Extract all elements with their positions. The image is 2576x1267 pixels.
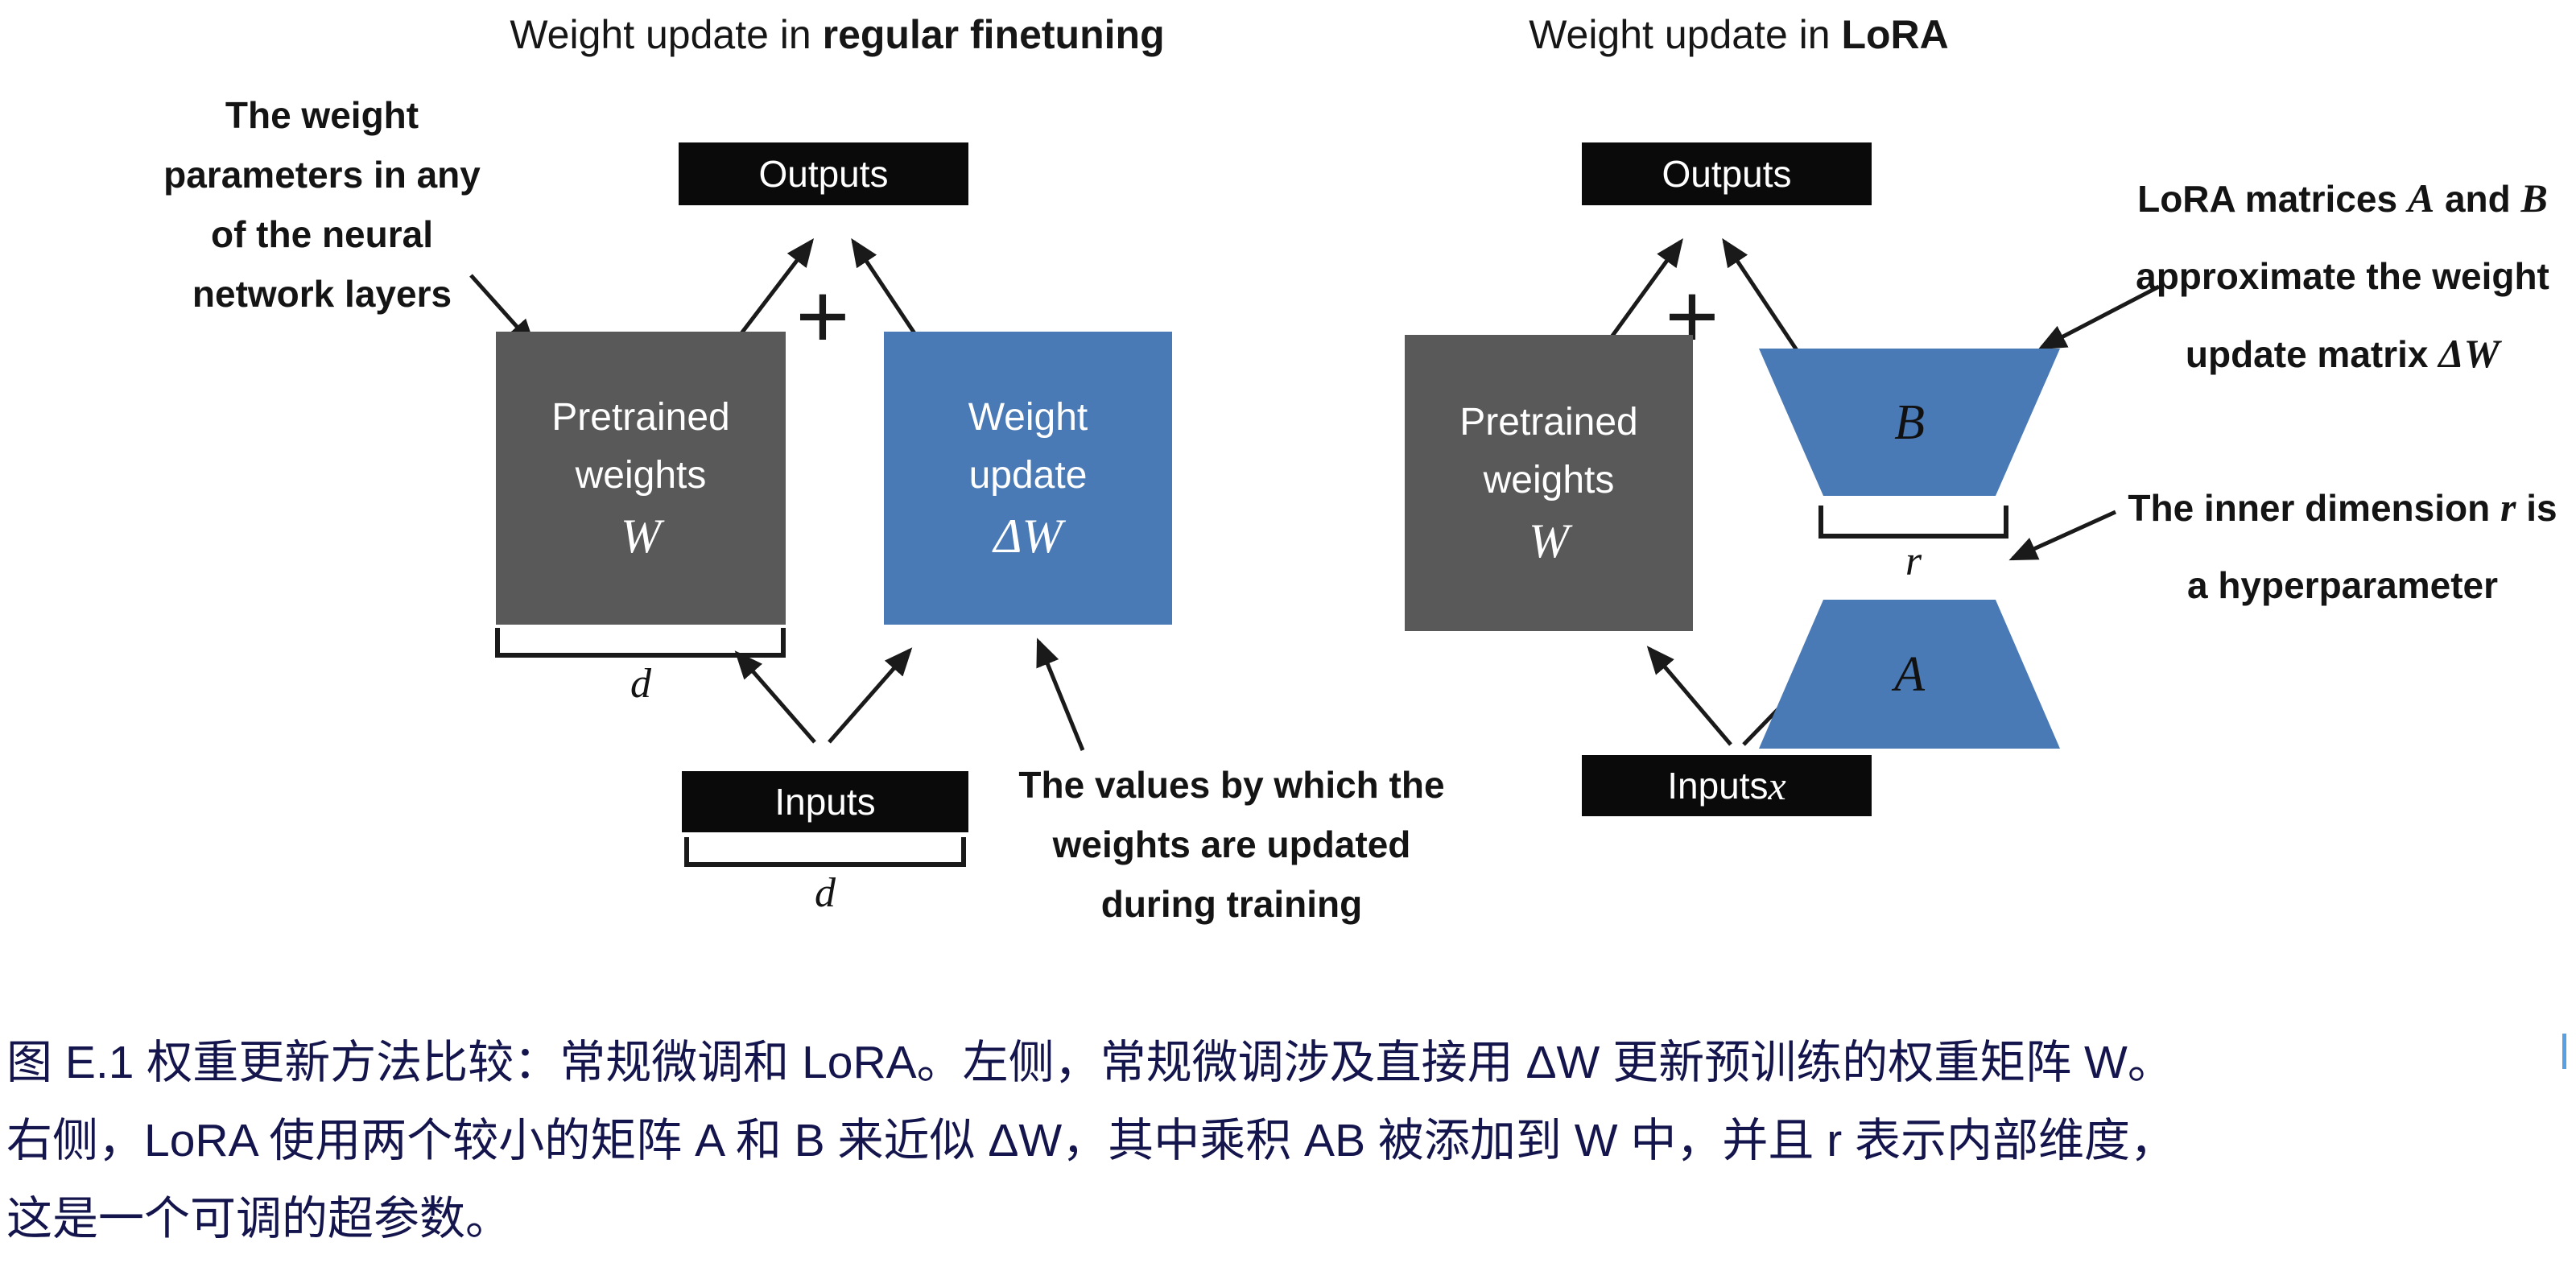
weights-annotation-line: The weight	[225, 94, 419, 136]
arrow-inputsx-to-pretrained-right	[1646, 646, 1732, 746]
plus-sign-left: +	[795, 265, 850, 368]
math-symbol-dw: ΔW	[2438, 331, 2500, 376]
right-title-prefix: Weight update in	[1529, 12, 1842, 57]
left-title: Weight update in regular finetuning	[354, 11, 1320, 58]
update-symbol-dw: ΔW	[993, 510, 1063, 563]
update-line2: update	[968, 454, 1088, 497]
weights-annotation-line: network layers	[192, 273, 452, 315]
inputs-box-left: Inputs	[682, 771, 968, 832]
weights-annotation: The weight parameters in any of the neur…	[89, 85, 555, 324]
math-symbol-r: r	[2500, 485, 2516, 530]
arrow-ba-to-outputs-right	[1722, 237, 1799, 352]
bracket-dim-pretrained	[495, 628, 786, 658]
rank-label: r	[1905, 539, 1922, 584]
arrow-inputs-to-pretrained-left	[734, 650, 816, 744]
bracket-rank	[1818, 506, 2008, 539]
arrow-inputs-to-update-left	[828, 647, 913, 744]
outputs-label-right: Outputs	[1662, 153, 1792, 195]
outputs-box-right: Outputs	[1582, 142, 1872, 205]
values-annotation-line: weights are updated	[1052, 823, 1411, 865]
lora-annotation: LoRA matrices A and B approximate the we…	[2109, 159, 2576, 393]
left-title-prefix: Weight update in	[510, 12, 823, 57]
inputs-symbol-x: x	[1768, 763, 1786, 808]
arrow-rank-annotation-to-r	[2008, 510, 2117, 561]
caption-line2: 右侧，LoRA 使用两个较小的矩阵 A 和 B 来近似 ΔW，其中乘积 AB 被…	[6, 1115, 2177, 1166]
figure-caption: 图 E.1 权重更新方法比较：常规微调和 LoRA。左侧，常规微调涉及直接用 Δ…	[6, 1024, 2574, 1258]
values-annotation-line: during training	[1100, 883, 1363, 925]
values-annotation-line: The values by which the	[1018, 764, 1445, 806]
right-title: Weight update in LoRA	[1417, 11, 2061, 58]
dim-label-pretrained: d	[630, 661, 651, 707]
inputs-box-right: Inputs x	[1582, 755, 1872, 816]
lora-annotation-line3: update matrix ΔW	[2185, 331, 2500, 376]
matrix-b-label: B	[1894, 394, 1925, 450]
outputs-label-left: Outputs	[758, 153, 889, 195]
pretrained-symbol-w: W	[1529, 514, 1569, 567]
lora-annotation-line1: LoRA matrices A and B	[2137, 175, 2548, 221]
pretrained-line1: Pretrained	[1459, 401, 1638, 444]
pretrained-symbol-w: W	[621, 510, 661, 563]
pretrained-line2: weights	[575, 454, 707, 497]
pretrained-line2: weights	[1483, 459, 1615, 501]
rank-annotation-line1: The inner dimension r is	[2128, 485, 2557, 530]
matrix-a-label: A	[1894, 646, 1925, 702]
arrow-values-annotation-to-update	[1036, 638, 1085, 751]
math-symbol-a: A	[2407, 175, 2435, 221]
caption-line3: 这是一个可调的超参数。	[6, 1193, 511, 1244]
values-annotation: The values by which the weights are upda…	[990, 755, 1473, 934]
inputs-label-right: Inputs	[1667, 765, 1769, 807]
arrow-lora-annotation-to-b	[2037, 284, 2161, 350]
rank-annotation-line2: a hyperparameter	[2186, 564, 2499, 606]
update-line1: Weight	[968, 396, 1088, 439]
left-title-emphasis: regular finetuning	[822, 12, 1165, 57]
weight-update-box: Weight update ΔW	[884, 332, 1172, 625]
weights-annotation-line: of the neural	[210, 213, 434, 255]
caption-line1: 图 E.1 权重更新方法比较：常规微调和 LoRA。左侧，常规微调涉及直接用 Δ…	[6, 1037, 2174, 1088]
arrow-pretrained-to-outputs-right	[1600, 237, 1683, 352]
right-title-emphasis: LoRA	[1841, 12, 1949, 57]
inputs-label-left: Inputs	[774, 781, 876, 823]
outputs-box-left: Outputs	[679, 142, 968, 205]
weights-annotation-line: parameters in any	[163, 154, 481, 196]
pretrained-weights-box-right: Pretrained weights W	[1405, 335, 1693, 631]
pretrained-line1: Pretrained	[551, 396, 730, 439]
pretrained-weights-box-left: Pretrained weights W	[496, 332, 786, 625]
dim-label-inputs: d	[815, 870, 836, 916]
math-symbol-b: B	[2520, 175, 2548, 221]
lora-annotation-line2: approximate the weight	[2136, 255, 2549, 297]
text-cursor-artifact	[2562, 1034, 2566, 1069]
bracket-dim-inputs	[684, 837, 966, 867]
rank-annotation: The inner dimension r is a hyperparamete…	[2109, 468, 2576, 624]
